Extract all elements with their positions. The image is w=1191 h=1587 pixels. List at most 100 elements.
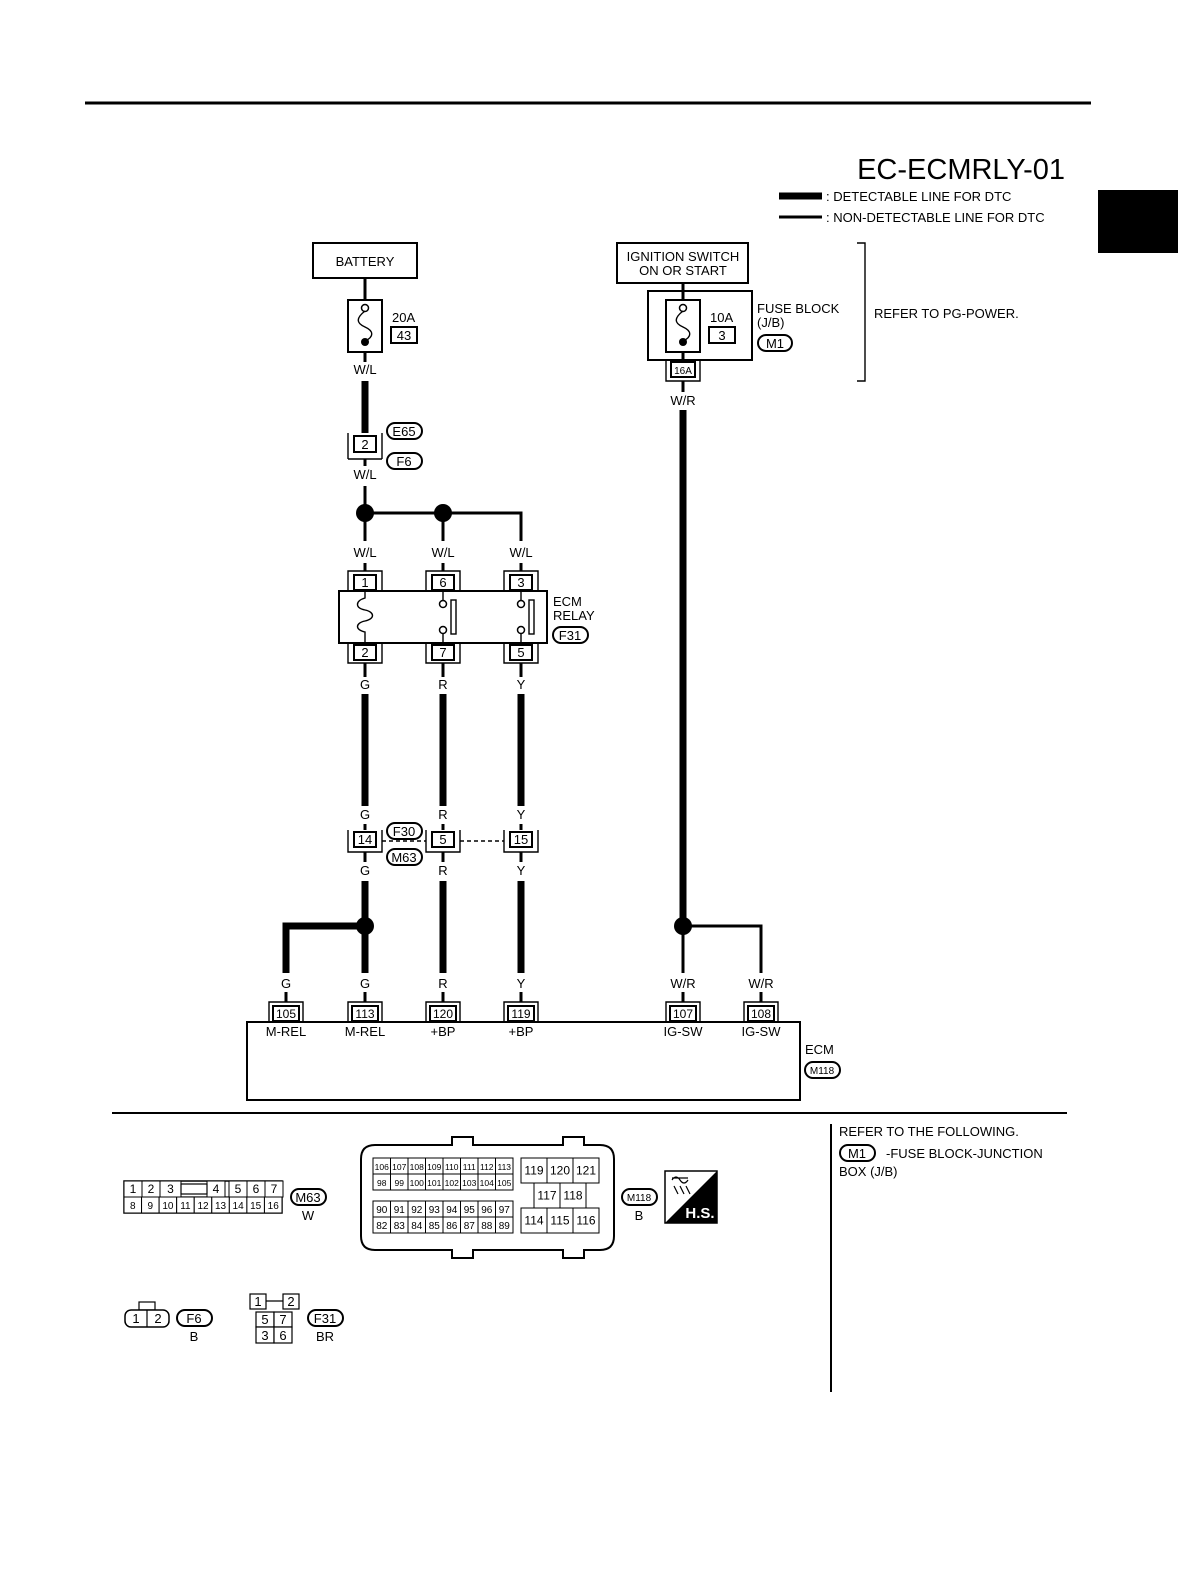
m118-pin-116-cell [572,1207,600,1234]
ecm-pin-wire-119: Y [517,976,526,991]
ecm-pin-bracket-120 [425,1001,461,1022]
m118-pin-86: 86 [446,1221,458,1232]
wire-g-branch-105 [282,922,365,973]
relay-switch-1-terminal-top [438,599,448,609]
m63-pin-15: 15 [250,1201,262,1212]
m118-pin-82: 82 [376,1221,388,1232]
m118-pin-121-cell [572,1157,600,1184]
ecm-pin-box-120 [429,1005,457,1022]
m118-pin-100: 100 [410,1178,424,1188]
relay-label-line2: RELAY [553,608,595,623]
m118-pin-95: 95 [464,1205,476,1216]
f6-key [138,1301,156,1311]
joint-m63-wire-bottom-1: G [360,863,370,878]
ecm-pin-bracket-107 [665,1001,701,1022]
f31-pin-6: 6 [279,1328,286,1343]
ignition-terminal: 16A [674,366,692,377]
joint-e65-f6-terminal-box [353,435,377,453]
relay-bottom-term-box-3 [509,644,533,661]
relay-output-wires: G R Y G R Y [360,663,526,830]
battery-fuse-element [357,310,373,342]
ecm-pin-wire-105: G [281,976,291,991]
m118-face-color: B [635,1208,644,1223]
ecm-pin-box-108 [747,1005,775,1022]
m118-pin-93: 93 [429,1205,441,1216]
m118-pin-96: 96 [481,1205,493,1216]
m118-pin-83: 83 [394,1221,406,1232]
m118-pin-101: 101 [427,1178,441,1188]
hs-badge: H.S. [664,1170,718,1224]
ignition-wire-label: W/R [670,393,695,408]
conn-m118-face-badge [621,1188,658,1206]
m63-face-color: W [302,1208,315,1223]
ignition-switch-box [616,242,749,284]
m63-face-id: M63 [295,1190,320,1205]
ecm-pin-bracket-105 [268,1001,304,1022]
f31-pin-5: 5 [261,1312,268,1327]
conn-f6-face-badge [176,1309,213,1327]
m118-pin-102: 102 [445,1178,459,1188]
relay-switch-1-contact-icon [450,599,457,635]
connector-f6-face: 1 2 F6 B [124,1301,213,1344]
m63-pin-13: 13 [215,1201,227,1212]
relay-bottom-term-box-1 [353,644,377,661]
relay-bottom-terminal-1: 2 [361,645,368,660]
ecm-feed-wires [282,881,525,973]
m118-pin-120: 120 [550,1164,570,1178]
f31-pin-1: 1 [254,1294,261,1309]
m118-pin-104: 104 [480,1178,494,1188]
f31-pin-3: 3 [261,1328,268,1343]
ecm-pin-bracket-113 [347,1001,383,1022]
m63-pin-14: 14 [233,1201,245,1212]
relay-top-wire-3: W/L [509,545,532,560]
m118-pin-117: 117 [537,1189,556,1203]
conn-m1-badge [757,334,793,352]
ecm-pin-no-107: 107 [673,1007,693,1021]
m63-pin-2: 2 [148,1182,155,1196]
f6-pin-1: 1 [132,1311,139,1326]
refer-following-heading: REFER TO THE FOLLOWING. [839,1124,1019,1139]
relay-top-bracket-3 [503,570,539,591]
conn-f31-label: F31 [559,628,581,643]
m63-pin-3: 3 [167,1182,174,1196]
m63-pin-16: 16 [268,1201,280,1212]
ecm-pin-bracket-108 [743,1001,779,1022]
relay-bottom-wire-3: Y [517,677,526,692]
relay-bottom-terminal-3: 5 [517,645,524,660]
m63-pin-5: 5 [235,1182,242,1196]
f6-face-color: B [190,1329,199,1344]
ecm-pin-name-119: +BP [509,1024,534,1039]
m63-pin-4: 4 [213,1182,220,1196]
relay-switch-2-terminal-top [516,599,526,609]
legend-non-detectable-label: : NON-DETECTABLE LINE FOR DTC [826,210,1045,225]
joint-f30-terminal-2: 5 [439,832,446,847]
relay-coil-icon [356,592,374,642]
conn-m63-badge [386,848,423,866]
m118-pin-115: 115 [550,1214,569,1228]
ignition-branch-108 [683,924,763,973]
m118-pin-111: 111 [463,1162,476,1172]
section-tab [1098,190,1178,253]
m63-pin-11: 11 [180,1201,191,1212]
conn-f31-face-badge [307,1309,344,1327]
m118-pin-85: 85 [429,1221,441,1232]
f31-cell-2 [282,1293,300,1310]
conn-m118-badge [804,1061,841,1079]
ignition-label-line1: IGNITION SWITCH [627,249,740,264]
conn-f6-badge [386,452,423,470]
joint-f30-terminal-1: 14 [358,832,372,847]
m118-pin-105-cell [495,1173,514,1191]
m118-pin-89: 89 [499,1221,511,1232]
relay-top-bracket-2 [425,570,461,591]
joint-f30-wire-top-3: Y [517,807,526,822]
relay-switch-1-terminal-bottom [438,625,448,635]
ignition-fuse-no: 3 [718,328,725,343]
battery-fuse-no-box [390,326,418,344]
relay-top-wire-1: W/L [353,545,376,560]
joint-m63-wire-bottom-2: R [438,863,447,878]
connector-f31-face: 1 2 5 7 3 6 F31 BR [249,1293,344,1344]
ecm-pin-bracket-119 [503,1001,539,1022]
